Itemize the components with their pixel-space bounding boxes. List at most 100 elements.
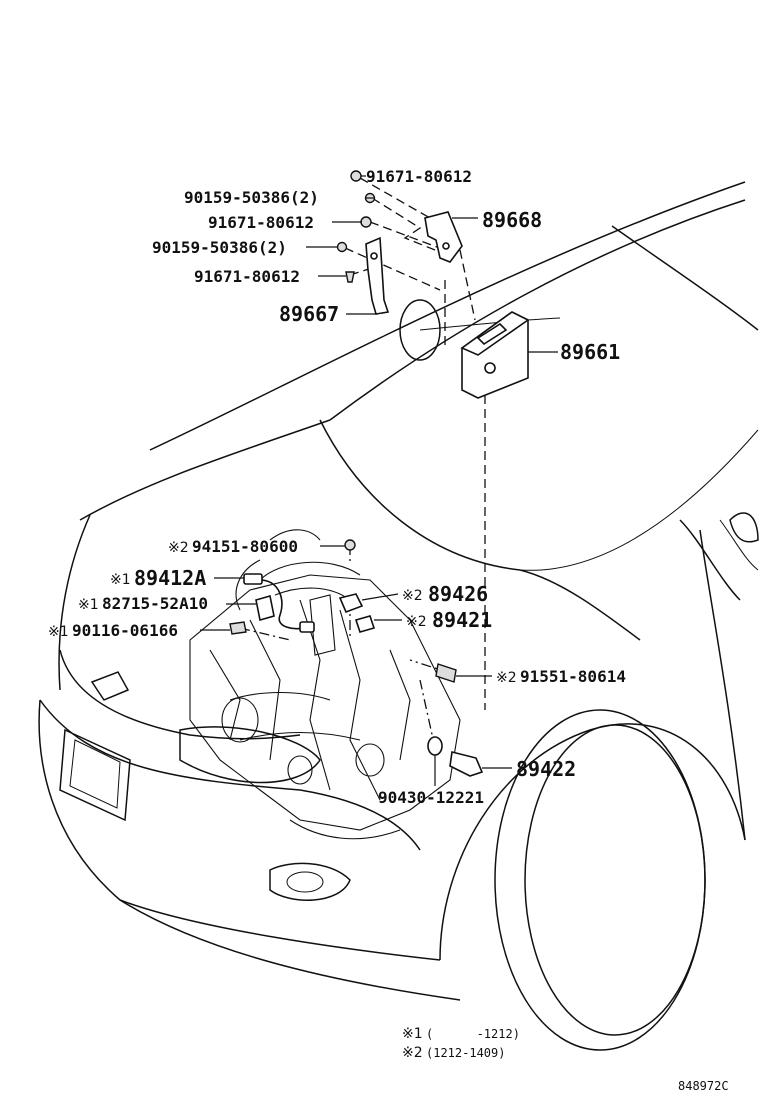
bolt-low-icon bbox=[345, 271, 355, 283]
car-outline bbox=[38, 181, 759, 1051]
bracket-lh-hole bbox=[370, 252, 378, 260]
mark-89421: ※2 bbox=[406, 614, 427, 630]
fog-lamp bbox=[286, 871, 324, 893]
sensor-89421-icon bbox=[354, 615, 376, 633]
bracket-89668 bbox=[424, 211, 478, 263]
sensor-89422-icon bbox=[449, 751, 484, 777]
label-89412a: 89412A bbox=[134, 566, 206, 590]
bracket-rh-hole bbox=[442, 242, 450, 250]
bracket-lh-body bbox=[365, 236, 390, 315]
mark-89426: ※2 bbox=[402, 588, 423, 604]
label-90116: 90116-06166 bbox=[72, 621, 178, 640]
gasket-90430-icon bbox=[427, 736, 443, 756]
label-ecu-89661: 89661 bbox=[560, 340, 620, 364]
bracket-to-ecu-line-2 bbox=[459, 249, 476, 321]
mark-89412a: ※1 bbox=[110, 572, 131, 588]
legend-mark-2: ※2 bbox=[402, 1045, 423, 1061]
tire-inner bbox=[524, 724, 706, 1036]
bracket-82715-icon bbox=[255, 594, 275, 622]
a-pillar-lower bbox=[679, 519, 741, 601]
engine-manifold bbox=[259, 561, 361, 601]
fender-top bbox=[519, 569, 641, 641]
sensor-89412a-body bbox=[243, 573, 263, 585]
grille-upper bbox=[59, 649, 301, 740]
grille-inner bbox=[69, 739, 121, 809]
sensor-line-89422 bbox=[419, 679, 436, 749]
nut-94151-icon bbox=[344, 539, 356, 551]
sensor-89426-icon bbox=[338, 593, 364, 614]
label-89426: 89426 bbox=[428, 582, 488, 606]
strut-tower bbox=[399, 299, 441, 361]
label-91551: 91551-80614 bbox=[520, 667, 626, 686]
grille-frame bbox=[59, 728, 131, 822]
assembly-lines bbox=[239, 177, 486, 749]
legend: ※1 ( -1212) ※2 (1212-1409) bbox=[402, 1026, 520, 1061]
bolt-nut2-line bbox=[371, 197, 441, 253]
label-nut-mid-2: 90159-50386(2) bbox=[152, 238, 287, 257]
hood-front-edge bbox=[79, 419, 331, 521]
wiper-blade bbox=[419, 317, 561, 331]
cowl-line bbox=[519, 429, 759, 571]
label-89421: 89421 bbox=[432, 608, 492, 632]
ecu-port bbox=[484, 362, 496, 374]
bracket-rh-body bbox=[424, 211, 463, 263]
sensor-89412a-wire bbox=[261, 579, 306, 630]
engine-cover bbox=[309, 594, 336, 656]
callout-labels: 91671-80612 90159-50386(2) 91671-80612 9… bbox=[48, 167, 626, 807]
label-bolt-top: 91671-80612 bbox=[366, 167, 472, 186]
bracket-89667 bbox=[346, 236, 390, 315]
drawing-number: 848972C bbox=[678, 1079, 729, 1093]
bumper-side bbox=[38, 699, 461, 1001]
engine-block-outline bbox=[189, 574, 461, 831]
engine-pulley-2 bbox=[355, 743, 385, 777]
legend-mark-1: ※1 bbox=[402, 1026, 423, 1042]
windshield-upper-edge bbox=[149, 181, 746, 451]
legend-text-1: ( -1212) bbox=[426, 1027, 520, 1041]
label-89422: 89422 bbox=[516, 757, 576, 781]
bumper-lower bbox=[119, 899, 441, 961]
bolt-top-icon bbox=[350, 170, 362, 182]
label-82715: 82715-52A10 bbox=[102, 594, 208, 613]
sensor-line-90116 bbox=[239, 627, 291, 641]
bumper-upper bbox=[39, 699, 421, 851]
headlight bbox=[179, 726, 321, 784]
emblem bbox=[90, 671, 130, 701]
label-bracket-89668: 89668 bbox=[482, 208, 542, 232]
leader-89426 bbox=[361, 593, 399, 601]
nut-mid-line bbox=[344, 247, 441, 291]
mark-91551: ※2 bbox=[496, 670, 517, 686]
hood-rear-edge bbox=[319, 419, 521, 571]
label-nut-top-2: 90159-50386(2) bbox=[184, 188, 319, 207]
engine-detail-2 bbox=[339, 609, 411, 801]
engine-pulley-3 bbox=[287, 755, 313, 785]
fasteners-top bbox=[306, 170, 376, 283]
label-bolt-low: 91671-80612 bbox=[194, 267, 300, 286]
roof-line bbox=[611, 225, 759, 331]
engine-detail-3 bbox=[229, 692, 361, 741]
engine-lower bbox=[289, 819, 401, 840]
bolt-mid-icon bbox=[360, 216, 372, 228]
bolt-90116-icon bbox=[229, 621, 247, 635]
sensor-89412a-plug bbox=[299, 621, 315, 633]
nut-mid-icon bbox=[336, 241, 348, 253]
label-94151: 94151-80600 bbox=[192, 537, 298, 556]
sensors bbox=[200, 539, 512, 786]
pillar-trim bbox=[719, 519, 759, 571]
hood-panel bbox=[58, 514, 91, 691]
wheel-arch bbox=[439, 723, 746, 961]
windshield-inner-edge bbox=[329, 199, 746, 421]
bolt-91551-icon bbox=[435, 663, 457, 683]
label-bolt-mid: 91671-80612 bbox=[208, 213, 314, 232]
mark-90116: ※1 bbox=[48, 624, 69, 640]
fog-lamp-housing bbox=[269, 862, 351, 901]
label-bracket-89667: 89667 bbox=[279, 302, 339, 326]
mark-94151: ※2 bbox=[168, 540, 189, 556]
engine-pulley-1 bbox=[221, 697, 259, 743]
label-90430: 90430-12221 bbox=[378, 788, 484, 807]
mirror bbox=[729, 512, 759, 543]
legend-text-2: (1212-1409) bbox=[426, 1046, 505, 1060]
door-edge bbox=[699, 529, 746, 841]
ecu-connector bbox=[476, 322, 508, 346]
ecu-89661 bbox=[460, 311, 558, 399]
